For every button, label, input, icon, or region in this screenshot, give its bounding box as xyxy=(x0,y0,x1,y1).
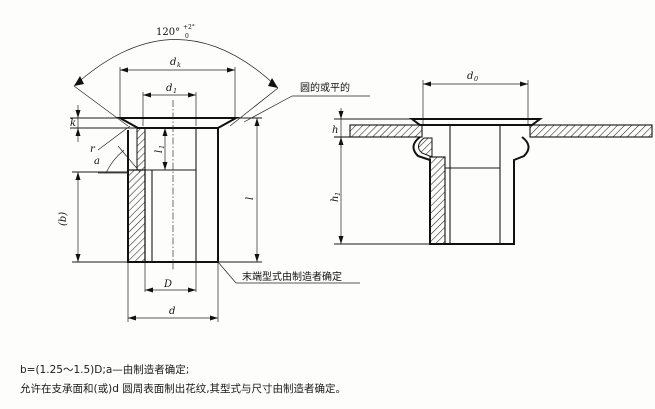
k-label: k xyxy=(70,118,76,129)
callout-top-leader xyxy=(243,95,293,123)
l1-arrow-top xyxy=(162,128,168,136)
h-label: h xyxy=(332,125,338,136)
callout-bottom-leader xyxy=(217,261,237,284)
d1-arrow-right xyxy=(188,92,196,98)
rivet-nut-section-view: 120° +2° 0 d k d 1 xyxy=(58,24,370,322)
l-arrow-bottom xyxy=(254,254,260,262)
l1-sub: 1 xyxy=(158,145,166,149)
cone-line-right xyxy=(229,87,279,127)
installed-body-outline xyxy=(412,136,530,245)
h1-arrow-bottom xyxy=(338,236,344,244)
note-line-2: 允许在支承面和(或)d 圆周表面制出花纹,其型式与尺寸由制造者确定。 xyxy=(20,383,347,395)
d1-label: d xyxy=(166,83,172,94)
angle-arrow-left xyxy=(74,76,84,86)
drawing-notes: b=(1.25～1.5)D;a—由制造者确定; 允许在支承面和(或)d 圆周表面… xyxy=(20,361,640,399)
h1-label: h xyxy=(330,196,341,202)
dk-arrow-right xyxy=(227,67,235,73)
angle-label: 120° xyxy=(156,27,180,38)
k-arrow-top xyxy=(75,110,81,118)
r-label: r xyxy=(90,144,96,155)
d-arrow-right xyxy=(210,315,218,321)
d0-arrow-left xyxy=(423,81,431,87)
a-label: a xyxy=(94,156,100,167)
dk-sub: k xyxy=(177,61,181,69)
bulge-section xyxy=(418,137,433,158)
h-arrow-top xyxy=(338,111,344,119)
cone-line-left xyxy=(73,85,129,127)
d-arrow-left xyxy=(128,315,136,321)
a-chamfer-line xyxy=(117,145,141,173)
angle-tol-upper: +2° xyxy=(183,24,195,31)
l-arrow-top xyxy=(254,118,260,126)
b-label: (b) xyxy=(58,212,69,226)
d1-sub: 1 xyxy=(173,87,177,95)
installed-wall-section xyxy=(429,156,446,245)
angle-tol-lower: 0 xyxy=(185,33,189,40)
callout-top-text: 圆的或平的 xyxy=(300,81,350,94)
d0-label: d xyxy=(467,71,473,82)
l-label: l xyxy=(245,197,256,200)
dk-label: d xyxy=(170,57,176,68)
callout-bottom-text: 末端型式由制造者确定 xyxy=(242,270,342,283)
installed-view: d 0 h h 1 xyxy=(330,71,653,245)
k-arrow-bottom xyxy=(75,128,81,136)
r-leader xyxy=(97,125,131,151)
D-label: D xyxy=(163,279,172,290)
D-arrow-left xyxy=(145,287,153,293)
head-flange xyxy=(116,117,240,129)
angle-arrow-right xyxy=(268,78,278,88)
installed-head xyxy=(409,118,543,126)
dk-arrow-left xyxy=(120,67,128,73)
note-line-1: b=(1.25～1.5)D;a—由制造者确定; xyxy=(20,364,190,376)
l1-arrow-bottom xyxy=(162,162,168,170)
sheet-plate-right xyxy=(529,124,653,138)
sheet-plate-left xyxy=(349,124,423,138)
wall-section-left xyxy=(127,169,146,263)
d0-sub: 0 xyxy=(474,75,478,83)
wall-section-upper xyxy=(136,127,146,171)
h1-sub: 1 xyxy=(334,192,342,196)
b-arrow-bottom xyxy=(75,254,81,262)
d-label: d xyxy=(169,306,175,317)
angle-arc xyxy=(73,39,279,89)
l1-label: l xyxy=(154,150,165,153)
d1-arrow-left xyxy=(143,92,151,98)
a-arc xyxy=(105,149,125,174)
d0-arrow-right xyxy=(520,81,528,87)
D-arrow-right xyxy=(188,287,196,293)
b-arrow-top xyxy=(75,172,81,180)
